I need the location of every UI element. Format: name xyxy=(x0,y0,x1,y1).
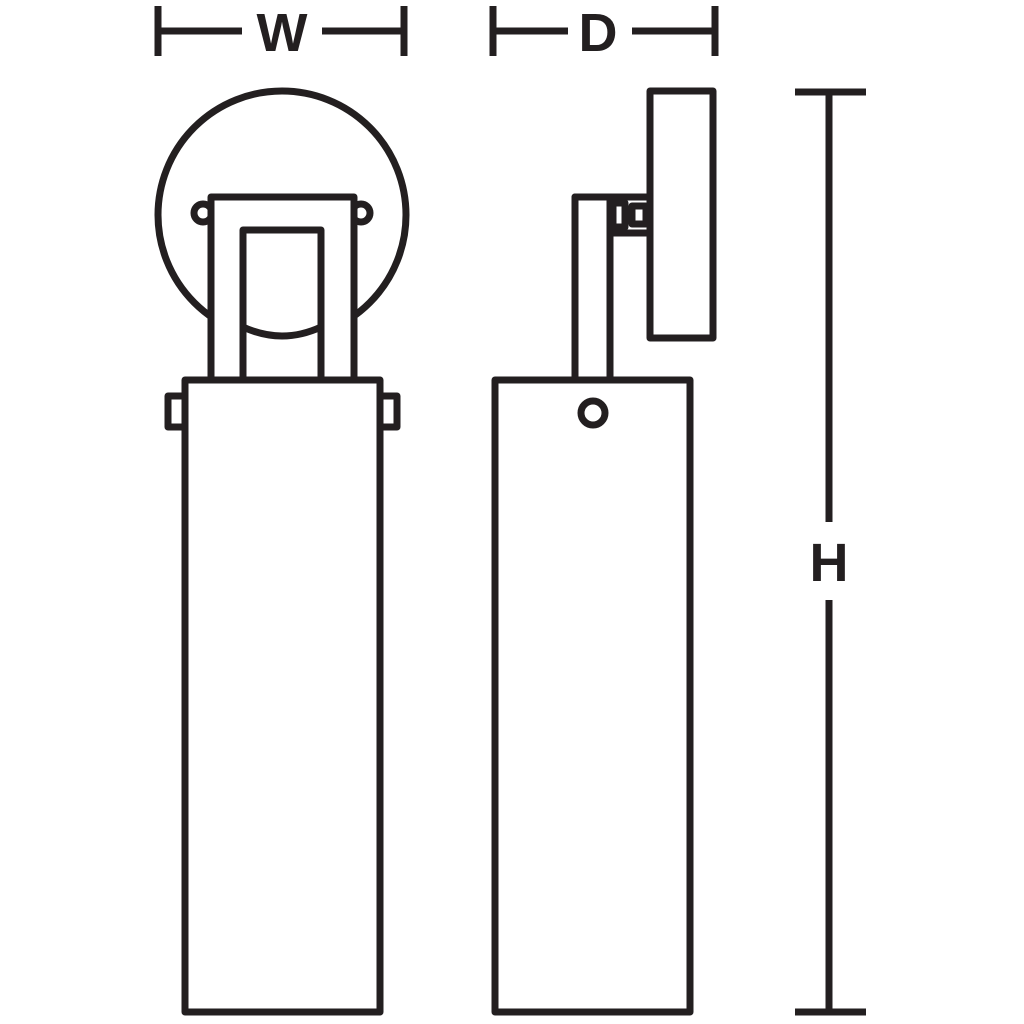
cylinder-shade-front xyxy=(181,376,384,1016)
width-dimension: W xyxy=(154,3,408,63)
width-label: W xyxy=(257,3,308,63)
cylinder-shade-side xyxy=(491,376,694,1016)
wall-plate-side xyxy=(646,87,717,342)
front-view xyxy=(154,87,410,1016)
pivot-screw xyxy=(577,397,609,429)
arm-vertical xyxy=(571,193,614,384)
height-label: H xyxy=(810,533,849,593)
connector-block-2 xyxy=(628,202,650,228)
side-view xyxy=(491,87,717,1016)
bracket-inner xyxy=(239,226,325,384)
depth-label: D xyxy=(579,3,618,63)
height-dimension: H xyxy=(795,88,866,1016)
bracket-curve xyxy=(241,323,323,340)
connector-block-1 xyxy=(609,199,629,231)
depth-dimension: D xyxy=(489,3,719,63)
